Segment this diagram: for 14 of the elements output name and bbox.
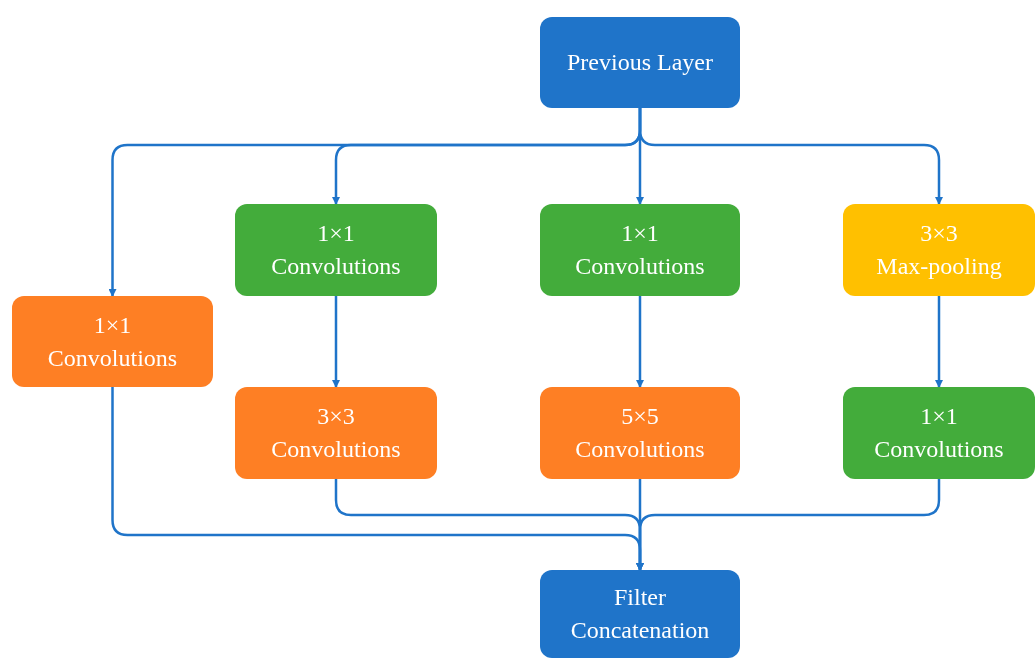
convolution-box: 5×5 Convolutions (540, 387, 740, 479)
convolution-box: 1×1 Convolutions (235, 204, 437, 296)
arrow (935, 296, 943, 388)
convolution-box: 1×1 Convolutions (843, 387, 1035, 479)
pooling-box: 3×3 Max-pooling (843, 204, 1035, 296)
layer-box: Filter Concatenation (540, 570, 740, 658)
convolution-box: 1×1 Convolutions (540, 204, 740, 296)
arrow (636, 479, 941, 571)
convolution-box: 1×1 Convolutions (12, 296, 213, 387)
arrow (636, 296, 644, 388)
arrow (332, 296, 340, 388)
layer-box: Previous Layer (540, 17, 740, 108)
arrow (638, 108, 943, 205)
convolution-box: 3×3 Convolutions (235, 387, 437, 479)
